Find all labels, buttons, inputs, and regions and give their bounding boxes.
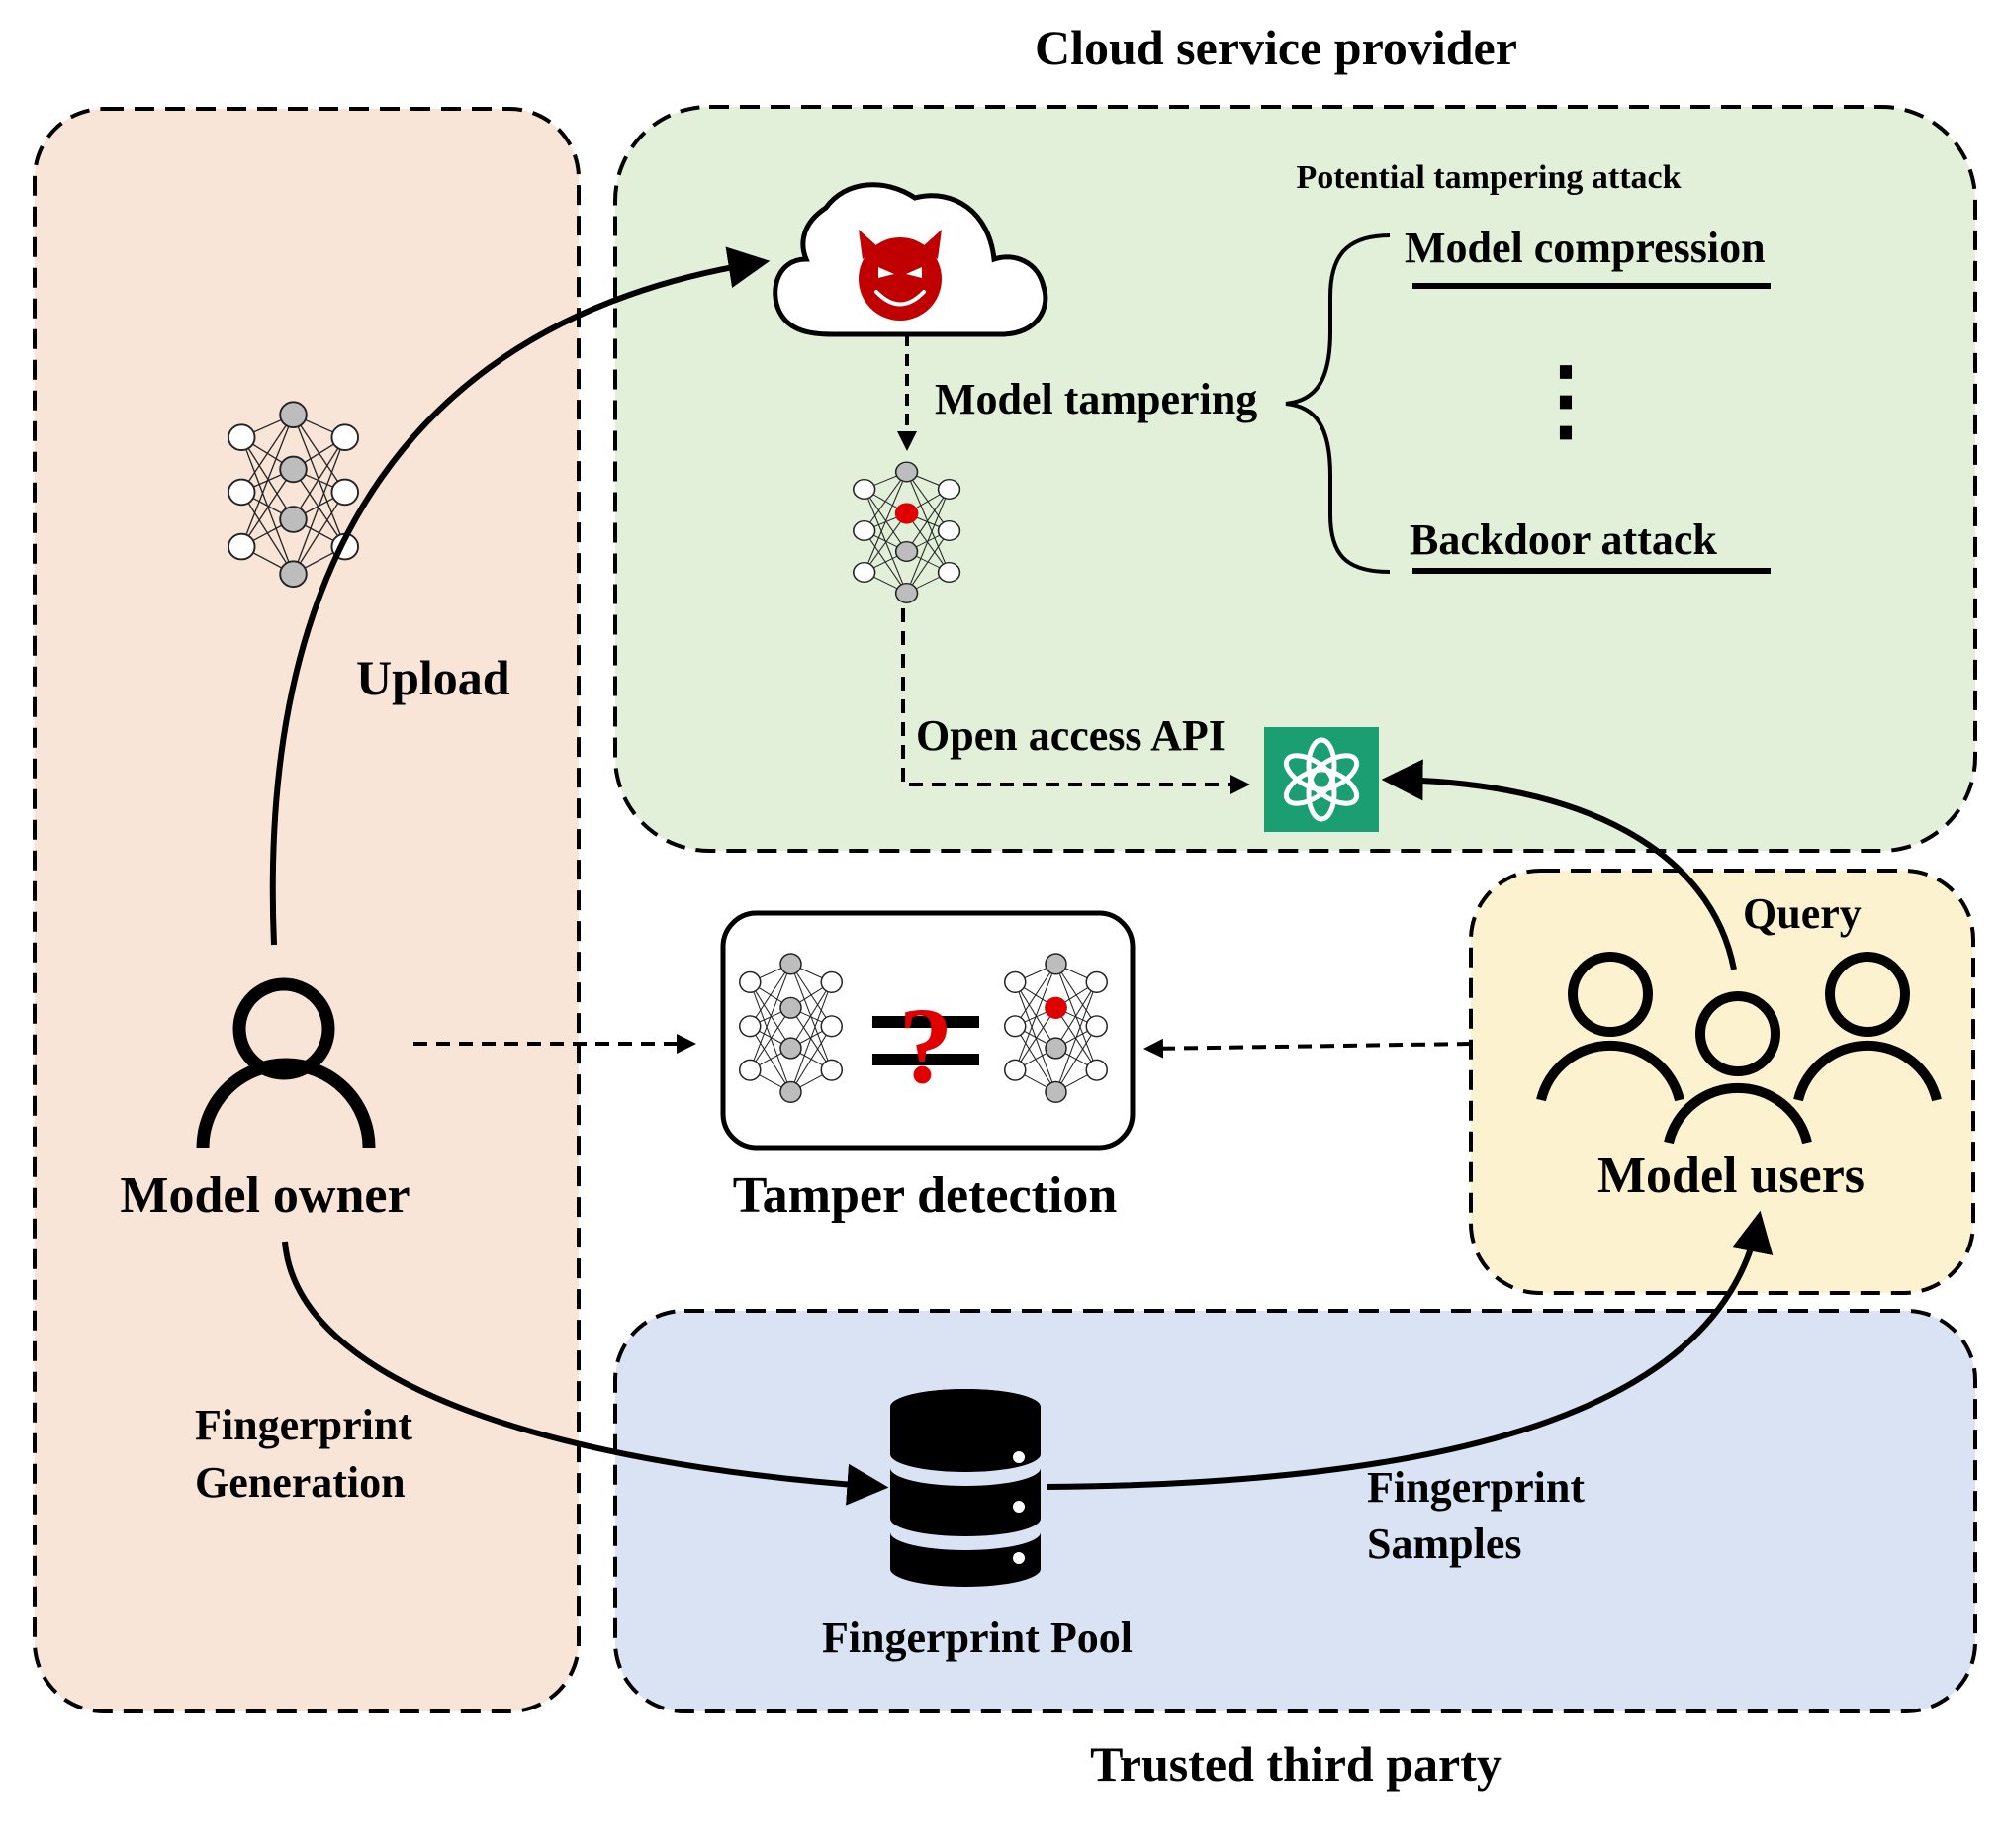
- query-arrow: [1381, 759, 1737, 970]
- person-icon: [196, 977, 376, 1149]
- attack-brace: [1285, 233, 1391, 574]
- fingerprint-generation-line2: Generation: [195, 1458, 406, 1507]
- fingerprint-generation-arrow: [282, 1241, 889, 1506]
- fingerprint-samples-arrow: [1046, 1210, 1774, 1490]
- model-owner-label: Model owner: [120, 1167, 410, 1224]
- cloud-devil-icon: [773, 182, 1048, 337]
- not-equal-icon: ?: [872, 985, 979, 1106]
- cloud-provider-title: Cloud service provider: [1035, 20, 1517, 75]
- upload-label: Upload: [356, 650, 510, 705]
- api-deploy-arrow: [901, 608, 1250, 794]
- upload-arrow: [269, 246, 771, 946]
- trusted-third-party-title: Trusted third party: [1090, 1736, 1502, 1792]
- database-icon: [890, 1389, 1041, 1587]
- tamper-detection-label: Tamper detection: [733, 1167, 1118, 1224]
- fingerprint-samples-line2: Samples: [1367, 1520, 1521, 1568]
- attack-backdoor: Backdoor attack: [1410, 515, 1717, 564]
- question-mark: ?: [899, 985, 954, 1106]
- attack-model-compression: Model compression: [1405, 224, 1766, 272]
- open-api-label: Open access API: [916, 711, 1226, 760]
- model-users-label: Model users: [1597, 1148, 1865, 1204]
- model-owner-region: [33, 107, 581, 1713]
- users-to-detection-arrow: [1143, 1038, 1472, 1059]
- tamper-detection-box: [720, 910, 1136, 1151]
- fingerprint-pool-label: Fingerprint Pool: [822, 1614, 1133, 1662]
- api-logo-icon: [1264, 727, 1379, 832]
- trusted-third-party-region: [613, 1309, 1977, 1713]
- potential-attack-heading: Potential tampering attack: [1296, 159, 1681, 196]
- users-group-icon: [1536, 952, 1942, 1145]
- fingerprint-generation-line1: Fingerprint: [195, 1401, 412, 1449]
- fingerprint-samples-line1: Fingerprint: [1367, 1463, 1585, 1512]
- model-users-region: [1469, 869, 1975, 1295]
- attack-ellipsis: ⋮: [1521, 352, 1610, 450]
- query-label: Query: [1743, 889, 1862, 938]
- model-tampering-label: Model tampering: [935, 375, 1257, 423]
